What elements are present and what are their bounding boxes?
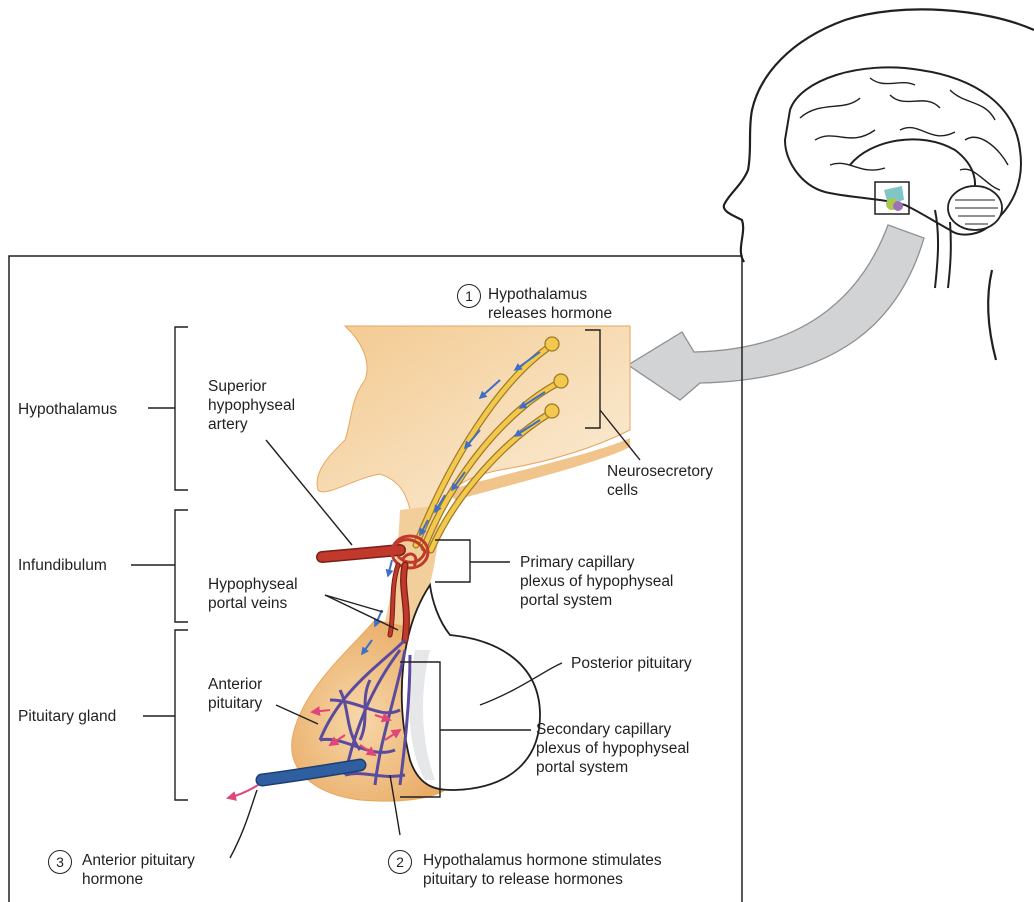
label-secondary-capillary-plexus: Secondary capillary plexus of hypophysea…	[536, 720, 689, 777]
step-2-number: 2	[388, 850, 412, 874]
step-3-text: Anterior pituitary hormone	[82, 851, 195, 889]
label-hypothalamus: Hypothalamus	[18, 400, 117, 419]
step-2-text: Hypothalamus hormone stimulates pituitar…	[423, 851, 662, 889]
label-anterior-pituitary: Anterior pituitary	[208, 675, 262, 713]
label-primary-capillary-plexus: Primary capillary plexus of hypophyseal …	[520, 553, 673, 610]
label-posterior-pituitary: Posterior pituitary	[571, 654, 692, 673]
step-3-number: 3	[48, 850, 72, 874]
label-infundibulum: Infundibulum	[18, 556, 107, 575]
label-pituitary-gland: Pituitary gland	[18, 707, 116, 726]
label-neurosecretory-cells: Neurosecretory cells	[607, 462, 713, 500]
label-superior-hypophyseal-artery: Superior hypophyseal artery	[208, 377, 295, 434]
step-1-text: Hypothalamus releases hormone	[488, 285, 612, 323]
step-1-number: 1	[457, 284, 481, 308]
pointer-arrow	[628, 225, 924, 400]
label-hypophyseal-portal-veins: Hypophyseal portal veins	[208, 575, 298, 613]
